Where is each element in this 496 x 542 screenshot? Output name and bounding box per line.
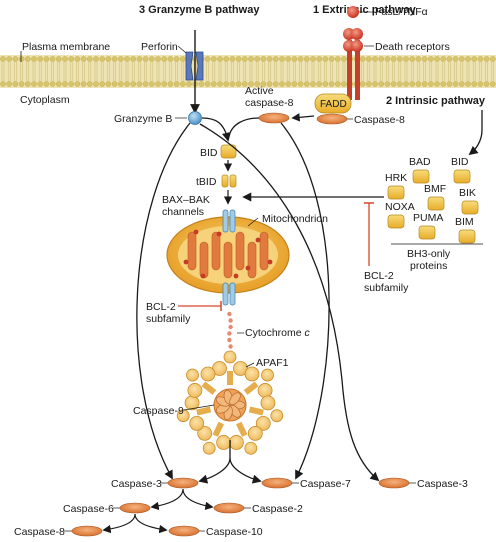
bh3-protein-box-bid	[453, 169, 471, 184]
bh3-protein-label-hrk: HRK	[385, 172, 407, 184]
apoptosome	[176, 350, 284, 455]
plasma-membrane	[0, 55, 496, 88]
mitochondrion-label: Mitochondrion	[262, 213, 328, 225]
bax-bak-channel-upper	[222, 209, 236, 233]
bcl2-left-label-1: BCL-2	[146, 301, 176, 313]
perforin-label: Perforin	[141, 41, 178, 53]
bh3-protein-label-bid: BID	[451, 156, 469, 168]
caspase8-bottom-label: Caspase-8	[14, 526, 65, 538]
bh3-protein-box-noxa	[387, 214, 405, 229]
death-receptors-label: Death receptors	[375, 41, 450, 53]
caspase10-marker	[168, 525, 200, 537]
death-receptors	[343, 6, 363, 100]
active-caspase8-label-1: Active	[245, 85, 274, 97]
bid-label: BID	[200, 147, 218, 159]
caspase7-label: Caspase-7	[300, 478, 351, 490]
bh3-protein-box-bim	[458, 229, 476, 244]
fadd-label: FADD	[320, 99, 347, 110]
caspase6-label: Caspase-6	[63, 503, 114, 515]
bh3-protein-label-bmf: BMF	[424, 183, 446, 195]
caspase3-left	[167, 477, 199, 489]
bid-box	[220, 144, 237, 159]
bh3-protein-box-bmf	[427, 196, 445, 211]
bax-bak-channel-lower	[222, 282, 236, 306]
apaf1-label: APAF1	[256, 357, 289, 369]
bh3-protein-label-bad: BAD	[409, 156, 431, 168]
mitochondrion	[166, 216, 290, 294]
bh3-label-1: BH3-only	[407, 248, 451, 260]
active-caspase8-label-2: caspase-8	[245, 97, 294, 109]
caspase7-marker	[261, 477, 293, 489]
caspase10-label: Caspase-10	[206, 526, 263, 538]
caspase9-label: Caspase-9	[133, 405, 184, 417]
bax-bak-label-2: channels	[162, 206, 204, 218]
bcl2-right-label-1: BCL-2	[364, 270, 394, 282]
cytochrome-c-label: Cytochrome c	[245, 327, 311, 339]
caspase6-marker	[119, 502, 151, 514]
granzyme-pathway-header: 3 Granzyme B pathway	[139, 4, 260, 16]
bcl2-right-label-2: subfamily	[364, 282, 409, 294]
tbid-label: tBID	[196, 176, 217, 188]
bh3-protein-label-puma: PUMA	[413, 212, 443, 224]
fasl-label: FasL/TNFα	[375, 6, 428, 18]
active-caspase8-marker	[258, 112, 290, 124]
bh3-protein-box-bad	[412, 169, 430, 184]
intrinsic-pathway-header: 2 Intrinsic pathway	[386, 95, 486, 107]
cytoplasm-label: Cytoplasm	[20, 94, 70, 106]
caspase3-left-label: Caspase-3	[111, 478, 162, 490]
tbid-box	[221, 174, 237, 188]
caspase2-label: Caspase-2	[252, 503, 303, 515]
bh3-protein-label-bim: BIM	[455, 216, 474, 228]
bh3-label-2: proteins	[410, 260, 447, 272]
fadd-complex: FADD	[314, 93, 352, 125]
caspase8-bottom-marker	[71, 525, 103, 537]
caspase8-label-right: Caspase-8	[354, 114, 405, 126]
plasma-membrane-label: Plasma membrane	[22, 41, 110, 53]
caspase3-right-marker	[378, 477, 410, 489]
perforin-pore	[185, 30, 204, 114]
bh3-protein-label-bik: BIK	[459, 187, 476, 199]
bh3-protein-box-hrk	[387, 185, 405, 200]
bcl2-left-label-2: subfamily	[146, 313, 191, 325]
caspase3-right-label: Caspase-3	[417, 478, 468, 490]
granzyme-b-marker	[188, 111, 202, 125]
extrinsic-pathway-header: 1 Extrinsic pathway	[313, 4, 417, 16]
bax-bak-label-1: BAX–BAK	[162, 194, 210, 206]
granzyme-b-label: Granzyme B	[114, 113, 172, 125]
bh3-protein-label-noxa: NOXA	[385, 201, 415, 213]
caspase2-marker	[213, 502, 245, 514]
bh3-protein-box-bik	[461, 200, 479, 215]
bh3-protein-box-puma	[418, 225, 436, 240]
